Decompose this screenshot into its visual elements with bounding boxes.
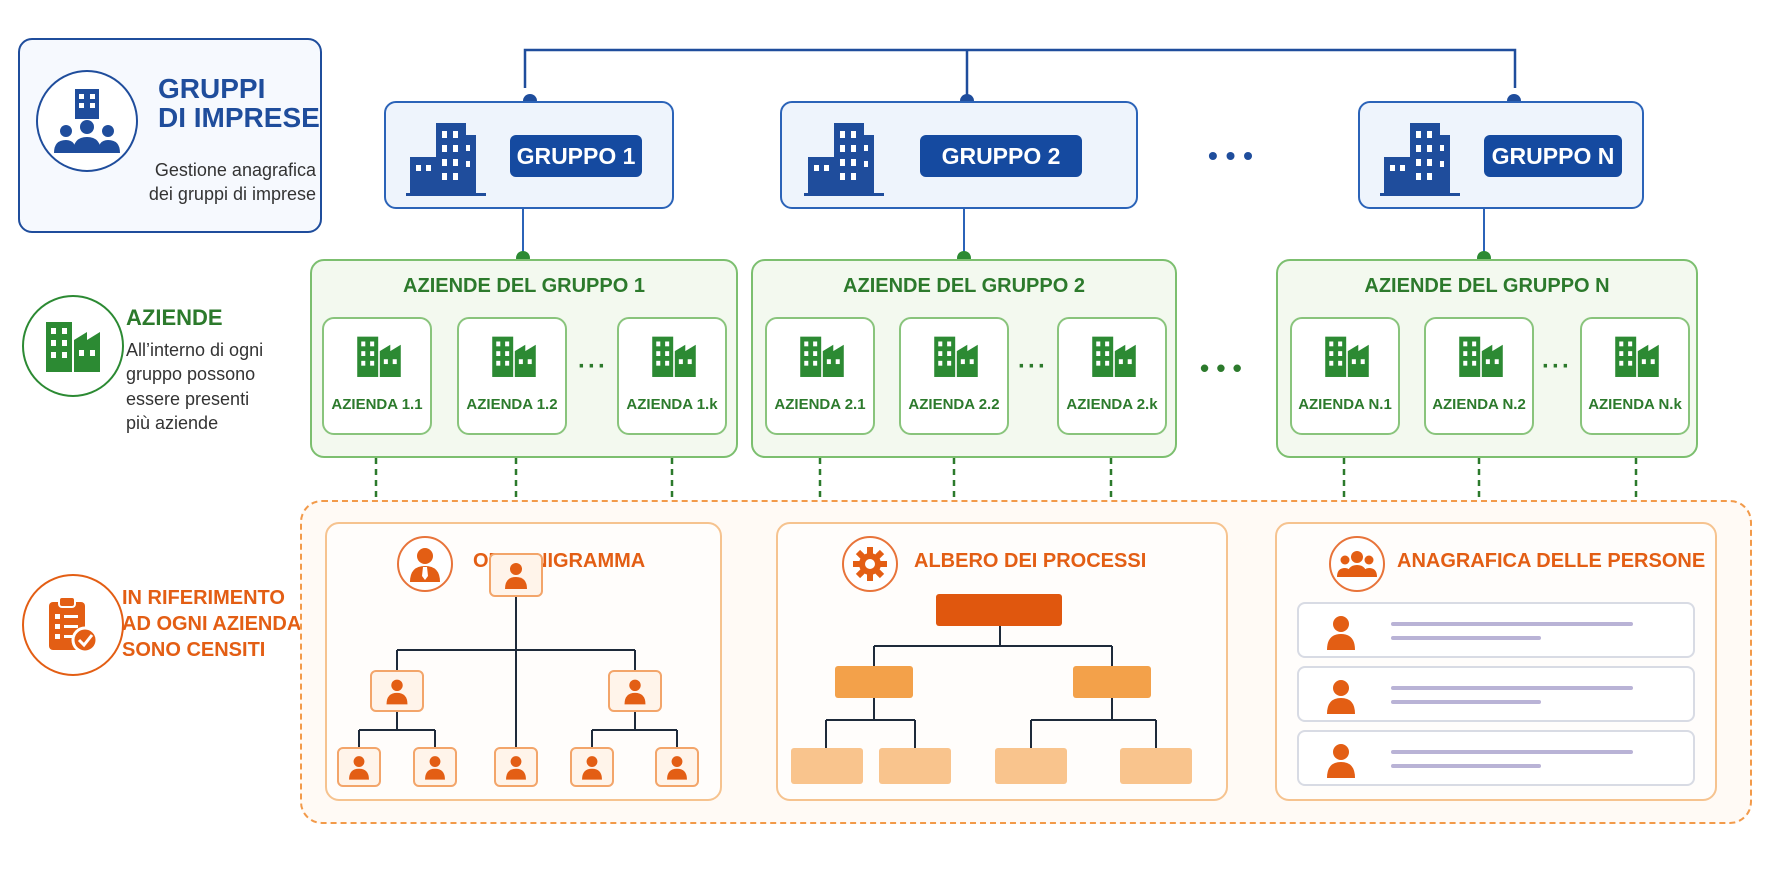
process-leaf-node: [879, 748, 951, 784]
office-building-icon: [406, 123, 486, 196]
org-person-node: [494, 747, 538, 787]
factory-icon: [1325, 336, 1369, 377]
company-group-title: AZIENDE DEL GRUPPO N: [1364, 275, 1610, 297]
group-label: GRUPPO 1: [510, 135, 642, 177]
company-label: AZIENDA 2.1: [774, 396, 866, 413]
building-people-icon: [36, 70, 138, 172]
process-leaf-node: [1120, 748, 1192, 784]
panel-process-tree[interactable]: ALBERO DEI PROCESSI: [776, 522, 1228, 801]
office-building-icon: [804, 123, 884, 196]
record-line: [1391, 686, 1633, 690]
companies-groups-ellipsis: • • •: [1200, 353, 1242, 383]
company-card[interactable]: AZIENDA N.k: [1580, 317, 1690, 435]
legend-groups: GRUPPI DI IMPRESE Gestione anagrafica de…: [18, 38, 322, 233]
org-person-node: [370, 670, 424, 712]
legend-reference-title: IN RIFERIMENTO AD OGNI AZIENDA SONO CENS…: [122, 587, 302, 661]
company-label: AZIENDA N.1: [1298, 396, 1392, 413]
record-line: [1391, 622, 1633, 626]
factory-icon: [652, 336, 696, 377]
company-group-title: AZIENDE DEL GRUPPO 2: [843, 275, 1085, 297]
person-record-row[interactable]: [1297, 666, 1695, 722]
person-icon: [1327, 744, 1355, 778]
clipboard-check-icon: [22, 574, 124, 676]
org-person-node: [570, 747, 614, 787]
org-chart-tree: [337, 553, 699, 787]
groups-ellipsis: • • •: [1208, 140, 1253, 171]
company-card[interactable]: AZIENDA N.1: [1290, 317, 1400, 435]
factory-icon: [22, 295, 124, 397]
person-tie-icon: [397, 536, 453, 592]
company-card[interactable]: AZIENDA 1.2: [457, 317, 567, 435]
company-label: AZIENDA 2.2: [908, 396, 1000, 413]
person-icon: [1327, 680, 1355, 714]
company-group-title: AZIENDE DEL GRUPPO 1: [403, 275, 645, 297]
legend-groups-title: GRUPPI DI IMPRESE: [158, 73, 320, 134]
company-group-2: AZIENDE DEL GRUPPO 2 AZIENDA 2.1 AZIENDA…: [751, 259, 1177, 458]
legend-companies-title: AZIENDE: [126, 305, 223, 330]
factory-icon: [492, 336, 536, 377]
record-line: [1391, 700, 1541, 704]
factory-icon: [1459, 336, 1503, 377]
companies-ellipsis: ···: [578, 353, 608, 380]
company-label: AZIENDA N.k: [1588, 396, 1682, 413]
company-card[interactable]: AZIENDA 2.1: [765, 317, 875, 435]
companies-ellipsis: ···: [1018, 353, 1048, 380]
people-group-icon: [1329, 536, 1385, 592]
group-label: GRUPPO 2: [920, 135, 1082, 177]
org-person-node: [608, 670, 662, 712]
org-root-node: [489, 553, 543, 597]
panel-title: ANAGRAFICA DELLE PERSONE: [1397, 550, 1706, 572]
process-node: [1073, 666, 1151, 698]
company-card[interactable]: AZIENDA 1.1: [322, 317, 432, 435]
org-person-node: [413, 747, 457, 787]
company-label: AZIENDA N.2: [1432, 396, 1526, 413]
company-label: AZIENDA 1.1: [331, 396, 423, 413]
factory-icon: [800, 336, 844, 377]
company-card[interactable]: AZIENDA 2.k: [1057, 317, 1167, 435]
group-box-2[interactable]: GRUPPO 2: [780, 101, 1138, 209]
group-box-1[interactable]: GRUPPO 1: [384, 101, 674, 209]
person-record-row[interactable]: [1297, 730, 1695, 786]
group-label: GRUPPO N: [1484, 135, 1622, 177]
process-leaf-node: [791, 748, 863, 784]
legend-groups-desc: Gestione anagrafica dei gruppi di impres…: [148, 160, 316, 205]
panel-org-chart[interactable]: ORGANIGRAMMA: [325, 522, 722, 801]
org-person-node: [337, 747, 381, 787]
companies-ellipsis: ···: [1542, 353, 1572, 380]
company-card[interactable]: AZIENDA 1.k: [617, 317, 727, 435]
record-line: [1391, 636, 1541, 640]
company-card[interactable]: AZIENDA N.2: [1424, 317, 1534, 435]
company-card[interactable]: AZIENDA 2.2: [899, 317, 1009, 435]
gear-icon: [842, 536, 898, 592]
company-group-1: AZIENDE DEL GRUPPO 1 AZIENDA 1.1 AZIENDA…: [310, 259, 738, 458]
factory-icon: [357, 336, 401, 377]
group-box-n[interactable]: GRUPPO N: [1358, 101, 1644, 209]
process-root-node: [936, 594, 1062, 626]
record-line: [1391, 764, 1541, 768]
factory-icon: [1615, 336, 1659, 377]
record-line: [1391, 750, 1633, 754]
factory-icon: [934, 336, 978, 377]
company-label: AZIENDA 1.2: [466, 396, 558, 413]
process-tree-diagram: [791, 594, 1192, 784]
company-group-n: AZIENDE DEL GRUPPO N AZIENDA N.1 AZIENDA…: [1276, 259, 1698, 458]
panel-title: ALBERO DEI PROCESSI: [914, 550, 1147, 572]
person-icon: [1327, 616, 1355, 650]
person-record-row[interactable]: [1297, 602, 1695, 658]
company-label: AZIENDA 1.k: [626, 396, 718, 413]
company-label: AZIENDA 2.k: [1066, 396, 1158, 413]
process-leaf-node: [995, 748, 1067, 784]
legend-companies-desc: All’interno di ogni gruppo possono esser…: [126, 340, 264, 433]
process-node: [835, 666, 913, 698]
org-person-node: [655, 747, 699, 787]
panel-people-registry[interactable]: ANAGRAFICA DELLE PERSONE: [1275, 522, 1717, 801]
factory-icon: [1092, 336, 1136, 377]
office-building-icon: [1380, 123, 1460, 196]
